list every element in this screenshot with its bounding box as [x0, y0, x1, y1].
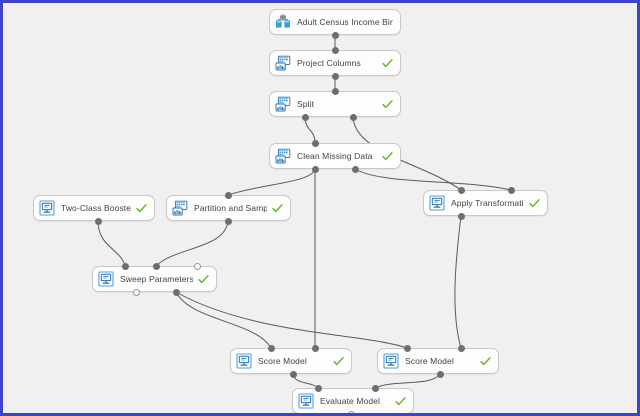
module-node-sweep-parameters[interactable]: Sweep Parameters: [92, 266, 217, 292]
connection-edge[interactable]: [292, 373, 319, 389]
input-port-sweep-parameters[interactable]: [152, 262, 160, 270]
module-node-label: Score Model: [405, 356, 454, 366]
experiment-canvas[interactable]: Adult Census Income Binary C... Project C…: [3, 3, 637, 413]
module-node-clean-missing-data[interactable]: Clean Missing Data: [269, 143, 401, 169]
module-node-label: Project Columns: [297, 58, 361, 68]
dataset-icon: [276, 14, 290, 28]
module-status-ok: [328, 356, 344, 367]
output-port-score-model-right[interactable]: [436, 370, 444, 378]
module-node-label: Adult Census Income Binary C...: [297, 17, 393, 27]
status-check-icon: [382, 151, 393, 160]
connection-edge[interactable]: [155, 220, 229, 267]
module-node-label: Sweep Parameters: [120, 274, 193, 284]
input-port-score-model-right[interactable]: [457, 344, 465, 352]
module-node-score-model-right[interactable]: Score Model: [377, 348, 499, 374]
status-check-icon: [198, 274, 209, 283]
output-port-clean-missing-data[interactable]: [311, 165, 319, 173]
input-port-sweep-parameters[interactable]: [121, 262, 129, 270]
input-port-score-model-left[interactable]: [311, 344, 319, 352]
data-transform-icon: [275, 148, 291, 164]
output-port-score-model-left[interactable]: [289, 370, 297, 378]
data-transform-icon: [275, 96, 291, 112]
status-check-icon: [136, 203, 147, 212]
module-node-dataset[interactable]: Adult Census Income Binary C...: [269, 9, 401, 35]
module-status-ok: [193, 274, 209, 285]
module-node-apply-transformation[interactable]: Apply Transformation: [423, 190, 548, 216]
connection-edge[interactable]: [175, 291, 272, 349]
input-port-apply-transformation[interactable]: [457, 186, 465, 194]
output-port-evaluate-model[interactable]: [347, 410, 355, 413]
module-node-label: Score Model: [258, 356, 307, 366]
output-port-sweep-parameters[interactable]: [132, 288, 140, 296]
output-port-dataset[interactable]: [331, 31, 339, 39]
model-icon: [298, 393, 314, 409]
input-port-split[interactable]: [331, 87, 339, 95]
output-port-project-columns[interactable]: [331, 72, 339, 80]
module-node-label: Evaluate Model: [320, 396, 380, 406]
status-check-icon: [333, 356, 344, 365]
input-port-evaluate-model[interactable]: [314, 384, 322, 392]
module-status-ok: [524, 198, 540, 209]
module-node-evaluate-model[interactable]: Evaluate Model: [292, 388, 414, 413]
module-node-label: Two-Class Boosted Decision T...: [61, 203, 131, 213]
output-port-split[interactable]: [301, 113, 309, 121]
input-port-evaluate-model[interactable]: [371, 384, 379, 392]
module-status-ok: [377, 151, 393, 162]
model-icon: [429, 195, 445, 211]
module-status-ok: [390, 396, 406, 407]
output-port-sweep-parameters[interactable]: [172, 288, 180, 296]
model-icon: [98, 271, 114, 287]
module-status-ok: [131, 203, 147, 214]
status-check-icon: [395, 396, 406, 405]
input-port-clean-missing-data[interactable]: [311, 139, 319, 147]
connection-edge[interactable]: [354, 168, 512, 191]
output-port-two-class-boosted-decision-tree[interactable]: [94, 217, 102, 225]
status-check-icon: [272, 203, 283, 212]
connection-edge[interactable]: [97, 220, 126, 267]
module-status-ok: [267, 203, 283, 214]
status-check-icon: [382, 58, 393, 67]
connection-edge[interactable]: [454, 215, 462, 349]
module-status-ok: [377, 58, 393, 69]
model-icon: [383, 353, 399, 369]
connection-edge[interactable]: [227, 168, 316, 196]
model-icon: [236, 353, 252, 369]
output-port-clean-missing-data[interactable]: [351, 165, 359, 173]
module-node-score-model-left[interactable]: Score Model: [230, 348, 352, 374]
data-transform-icon: [172, 200, 188, 216]
module-status-ok: [377, 99, 393, 110]
input-port-project-columns[interactable]: [331, 46, 339, 54]
module-node-partition-and-sample[interactable]: Partition and Sample: [166, 195, 291, 221]
module-node-label: Clean Missing Data: [297, 151, 373, 161]
module-status-ok: [475, 356, 491, 367]
module-node-label: Apply Transformation: [451, 198, 524, 208]
module-node-label: Partition and Sample: [194, 203, 267, 213]
status-check-icon: [480, 356, 491, 365]
status-check-icon: [529, 198, 540, 207]
input-port-partition-and-sample[interactable]: [224, 191, 232, 199]
data-transform-icon: [275, 55, 291, 71]
module-node-label: Split: [297, 99, 315, 109]
module-node-split[interactable]: Split: [269, 91, 401, 117]
input-port-sweep-parameters[interactable]: [193, 262, 201, 270]
module-node-two-class-boosted-decision-tree[interactable]: Two-Class Boosted Decision T...: [33, 195, 155, 221]
status-check-icon: [382, 99, 393, 108]
connection-edge[interactable]: [175, 291, 408, 349]
connection-edge[interactable]: [374, 373, 441, 389]
connection-edge[interactable]: [304, 116, 316, 144]
input-port-apply-transformation[interactable]: [507, 186, 515, 194]
output-port-split[interactable]: [349, 113, 357, 121]
output-port-partition-and-sample[interactable]: [224, 217, 232, 225]
model-icon: [39, 200, 55, 216]
input-port-score-model-left[interactable]: [267, 344, 275, 352]
output-port-apply-transformation[interactable]: [457, 212, 465, 220]
input-port-score-model-right[interactable]: [403, 344, 411, 352]
